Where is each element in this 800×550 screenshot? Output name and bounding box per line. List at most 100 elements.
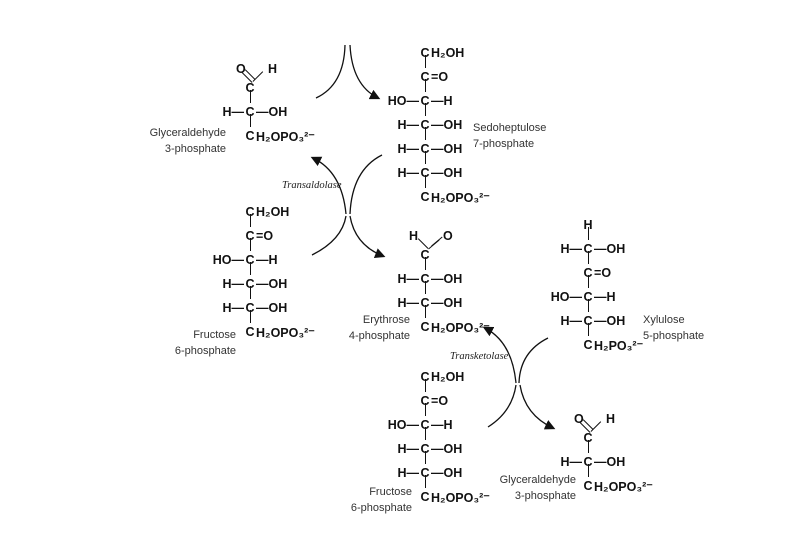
carbon-atom: C — [245, 205, 255, 219]
structure-row: HO—C—H — [363, 79, 493, 113]
structure-row: H — [526, 213, 656, 237]
label-line: Xylulose — [643, 314, 685, 326]
carbon-atom: H — [583, 218, 593, 232]
label-line: Fructose — [369, 486, 412, 498]
right-atom: OH — [606, 455, 626, 469]
oxygen-atom: O — [443, 229, 453, 243]
right-atom: OH — [443, 166, 463, 180]
left-atom: HO — [387, 94, 407, 108]
right-group: =O — [594, 266, 656, 280]
carbon-atom: C — [583, 227, 593, 256]
left-group: HO— — [526, 290, 582, 304]
hydrogen-atom: H — [409, 229, 419, 243]
right-group: =O — [431, 394, 493, 408]
structure-row: H—C—OH — [363, 257, 493, 291]
bond: — — [431, 94, 444, 108]
right-group: —OH — [594, 242, 656, 256]
bond: — — [594, 314, 607, 328]
carbon-atom: C — [245, 90, 255, 119]
bond: — — [231, 301, 245, 315]
left-group: H— — [188, 105, 244, 119]
bond: — — [406, 142, 420, 156]
carbon-atom: C — [420, 151, 430, 180]
right-group: —OH — [431, 118, 493, 132]
bond: — — [431, 442, 444, 456]
right-atom: OH — [443, 142, 463, 156]
carbon-atom: C — [420, 403, 430, 432]
carbon-atom: C — [245, 238, 255, 267]
carbon-atom: C — [420, 103, 430, 132]
structure-row: HO—C—H — [188, 238, 318, 272]
structure-row: H—C—OH — [363, 281, 493, 315]
right-group: H₂OPO₃²⁻ — [594, 479, 656, 494]
right-group: H₂OPO₃²⁻ — [431, 320, 493, 335]
right-atom: OH — [443, 296, 463, 310]
bond: — — [594, 242, 607, 256]
right-group: —OH — [431, 142, 493, 156]
right-group: H₂OH — [431, 46, 493, 60]
right-atom: O — [438, 70, 449, 84]
right-atom: H — [606, 290, 616, 304]
label-line: 7-phosphate — [473, 138, 535, 150]
carbon-atom: C — [420, 55, 430, 84]
right-group: H₂OPO₃²⁻ — [256, 129, 318, 144]
carbon-atom: C — [420, 79, 430, 108]
right-atom: O — [601, 266, 612, 280]
bond: — — [406, 466, 420, 480]
carbon-atom: C — [583, 440, 593, 469]
bond: — — [594, 455, 607, 469]
left-atom: H — [397, 466, 407, 480]
right-atom: OH — [268, 105, 288, 119]
right-atom: H₂PO₃²⁻ — [594, 338, 644, 353]
structure-row: HO—C—H — [526, 275, 656, 309]
right-atom: H₂OPO₃²⁻ — [594, 479, 653, 494]
carbon-atom: C — [245, 310, 255, 339]
left-group: H— — [526, 314, 582, 328]
label-line: Erythrose — [362, 314, 410, 326]
structure-row: C=O — [363, 55, 493, 89]
bond: — — [431, 466, 444, 480]
label-line: Glyceraldehyde — [149, 127, 226, 139]
bond: — — [406, 94, 420, 108]
label-line: 6-phosphate — [350, 502, 412, 514]
right-atom: H₂OPO₃²⁻ — [431, 320, 490, 335]
oxygen-atom: O — [574, 412, 584, 426]
right-group: —OH — [431, 442, 493, 456]
carbon-atom: C — [420, 248, 430, 262]
left-atom: H — [560, 455, 570, 469]
right-atom: H — [268, 253, 278, 267]
arrow-transaldolase-out-1 — [349, 44, 381, 100]
bond: — — [256, 277, 269, 291]
carbon-atom: C — [420, 127, 430, 156]
right-group: —OH — [431, 466, 493, 480]
left-atom: H — [397, 272, 407, 286]
bond: — — [431, 142, 444, 156]
label-line: Sedoheptulose — [473, 122, 547, 134]
right-group: —H — [431, 94, 493, 108]
structure-row: H—C—OH — [363, 103, 493, 137]
left-atom: H — [222, 301, 232, 315]
carbon-atom: C — [420, 281, 430, 310]
arrow-transaldolase-out-3 — [349, 215, 386, 258]
carbon-atom: C — [583, 251, 593, 280]
bond: — — [406, 296, 420, 310]
left-group: H— — [526, 455, 582, 469]
left-atom: H — [397, 142, 407, 156]
label-line: Glyceraldehyde — [499, 474, 576, 486]
label-line: 3-phosphate — [514, 490, 576, 502]
bond: — — [594, 290, 607, 304]
left-group: H— — [188, 277, 244, 291]
